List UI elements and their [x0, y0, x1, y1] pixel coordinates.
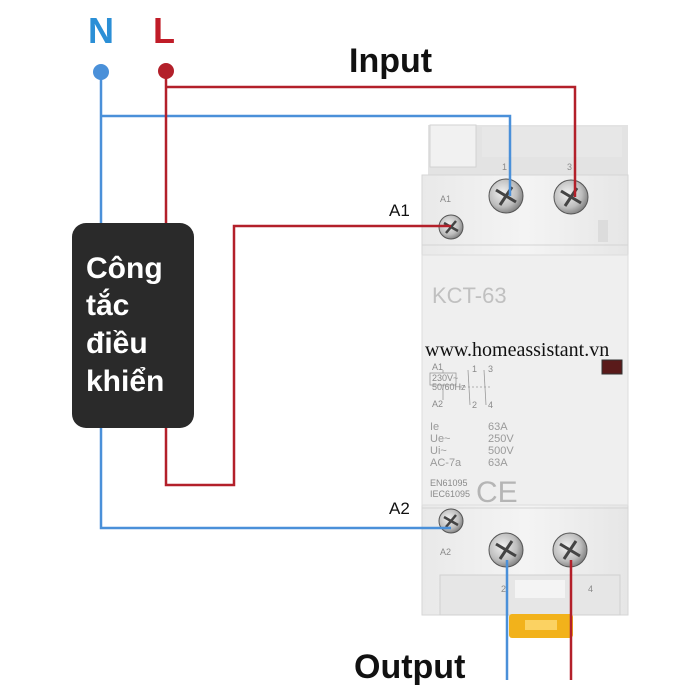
- terminal-3-screw: [553, 179, 589, 215]
- svg-text:230V~: 230V~: [432, 373, 458, 383]
- ce-mark: CE: [476, 476, 518, 509]
- output-label: Output: [354, 648, 465, 686]
- switch-box-line: tắc: [86, 288, 129, 322]
- switched-line-to-a1-wire: [164, 224, 451, 487]
- spec-name: Ue~: [430, 433, 451, 445]
- a2-label: A2: [389, 499, 410, 518]
- watermark-url: www.homeassistant.vn: [425, 339, 609, 361]
- neutral-input-wire: [101, 114, 512, 196]
- spec-name: Ui~: [430, 445, 447, 457]
- terminal-1-number: 1: [502, 162, 507, 172]
- switch-box-line: Công: [86, 252, 163, 285]
- model-name: KCT-63: [432, 283, 507, 308]
- svg-text:A1: A1: [432, 362, 443, 372]
- spec-name: Ie: [430, 421, 439, 433]
- terminal-a2-print: A2: [440, 547, 451, 557]
- neutral-terminal-dot: [93, 64, 109, 80]
- line-terminal-dot: [158, 63, 174, 79]
- svg-text:50/60Hz: 50/60Hz: [432, 382, 466, 392]
- svg-text:3: 3: [488, 364, 493, 374]
- line-label: L: [153, 10, 175, 51]
- spec-name: AC-7a: [430, 457, 462, 469]
- standard-iec: IEC61095: [430, 489, 470, 499]
- switch-box-line: khiển: [86, 365, 164, 398]
- spec-list: Ie 63A Ue~ 250V Ui~ 500V AC-7a 63A: [430, 421, 514, 469]
- terminal-a1-print: A1: [440, 194, 451, 204]
- terminal-3-number: 3: [567, 162, 572, 172]
- neutral-wires: [99, 72, 512, 680]
- spec-value: 63A: [488, 457, 508, 469]
- spec-value: 500V: [488, 445, 514, 457]
- terminal-4-number: 4: [588, 584, 593, 594]
- line-input-wire: [166, 85, 577, 197]
- spec-value: 250V: [488, 433, 514, 445]
- svg-text:1: 1: [472, 364, 477, 374]
- control-switch-box: Công tắc điều khiển: [72, 223, 194, 428]
- input-label: Input: [349, 42, 432, 80]
- face-schematic: A1 230V~ 50/60Hz A2 1 3 2 4: [429, 362, 493, 410]
- a1-label: A1: [389, 201, 410, 220]
- svg-text:4: 4: [488, 400, 493, 410]
- terminal-a2-screw: [438, 508, 464, 534]
- standard-en: EN61095: [430, 478, 468, 488]
- spec-value: 63A: [488, 421, 508, 433]
- switch-box-line: điều: [86, 327, 148, 360]
- terminal-2-number: 2: [501, 584, 506, 594]
- svg-text:2: 2: [472, 400, 477, 410]
- terminal-2-screw: [488, 532, 524, 568]
- contactor-device: [421, 124, 629, 638]
- svg-text:A2: A2: [432, 399, 443, 409]
- neutral-label: N: [88, 10, 114, 51]
- neutral-to-a2-wire: [99, 428, 451, 530]
- terminal-1-screw: [488, 178, 524, 214]
- line-wires: [164, 72, 577, 680]
